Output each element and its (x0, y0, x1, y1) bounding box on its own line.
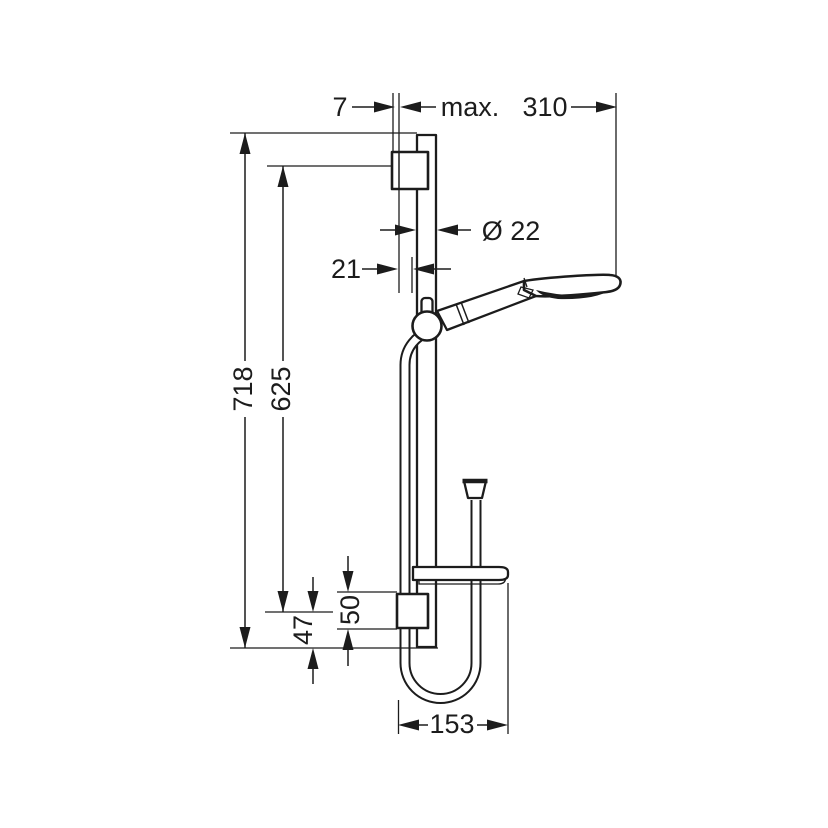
dim-max-label: max. (441, 92, 500, 122)
hand-shower (435, 273, 622, 332)
handle-joint-detail (517, 286, 534, 299)
shower-hose (399, 325, 482, 704)
shower-rail (415, 133, 438, 649)
dim-625-label: 625 (266, 366, 296, 411)
dim-718-label: 718 (228, 366, 258, 411)
dim-21-label: 21 (331, 254, 361, 284)
wall-bracket-top (390, 150, 430, 191)
slider-ball (411, 310, 443, 342)
dim-max-310: max. 310 (400, 92, 617, 276)
soap-dish (411, 565, 510, 585)
dimensions: 7 max. 310 Ø 22 21 (228, 92, 617, 739)
dim-diameter-label: Ø 22 (482, 216, 541, 246)
hand-shower-head (522, 273, 622, 298)
wall-bracket-bottom (395, 592, 430, 630)
dim-310-label: 310 (522, 92, 567, 122)
dim-fixing-625: 625 (265, 165, 391, 613)
dim-diameter-22: Ø 22 (380, 216, 540, 246)
dim-bracket-50: 50 (335, 556, 397, 666)
dim-50-label: 50 (335, 595, 365, 625)
dim-height-718: 718 (228, 132, 438, 649)
dim-47-label: 47 (288, 615, 318, 645)
dim-end-47: 47 (288, 577, 319, 684)
hose-connector (462, 478, 488, 500)
dim-width-153: 153 (397, 583, 509, 739)
dim-153-label: 153 (429, 709, 474, 739)
dim-7-label: 7 (332, 92, 347, 122)
dim-offset-21: 21 (331, 189, 451, 293)
dim-wall-plate-7: 7 (332, 92, 400, 152)
spray-face-shadow (536, 290, 610, 300)
